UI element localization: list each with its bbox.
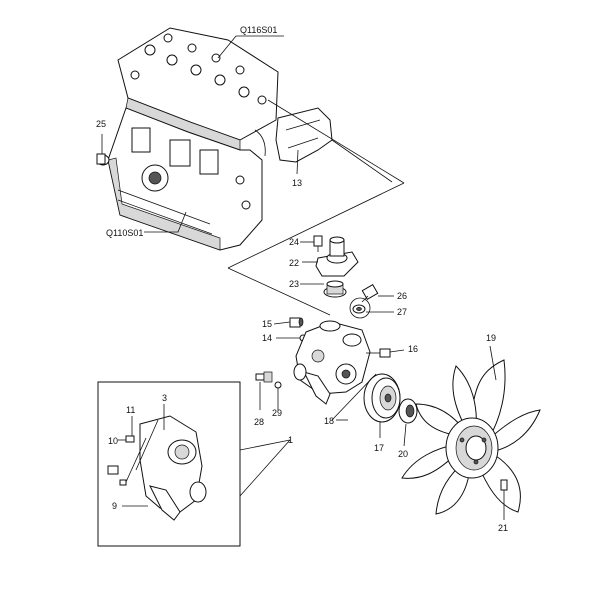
thermostat: [323, 280, 347, 298]
callout-21: 21: [498, 523, 508, 533]
pump-bolt: [366, 348, 391, 358]
water-pump: [293, 320, 371, 405]
callout-22: 22: [289, 258, 299, 268]
callout-28: 28: [254, 417, 264, 427]
callout-13: 13: [292, 178, 302, 188]
drain-cock: [255, 371, 273, 383]
callout-1: 1: [288, 435, 293, 445]
callout-q116s01: Q116S01: [240, 25, 277, 35]
leader-lines: [101, 35, 505, 520]
guide-lines: [227, 99, 405, 316]
callout-15: 15: [262, 319, 272, 329]
callout-25: 25: [96, 119, 106, 129]
callout-29: 29: [272, 408, 282, 418]
callout-19: 19: [486, 333, 496, 343]
pulley-belt: [331, 373, 377, 421]
callout-17: 17: [374, 443, 384, 453]
gasket: [275, 107, 333, 163]
callout-24: 24: [289, 237, 299, 247]
callout-20: 20: [398, 449, 408, 459]
callout-3: 3: [162, 393, 167, 403]
callout-16: 16: [408, 344, 418, 354]
pump-o-ring: [274, 381, 282, 389]
callout-11: 11: [126, 405, 135, 415]
callout-23: 23: [289, 279, 299, 289]
thermostat-bolt: [313, 235, 323, 252]
inset-guide-lines: [239, 439, 291, 497]
callout-26: 26: [397, 291, 407, 301]
sealing-cap: [96, 153, 110, 166]
callout-labels: Q116S01 25 13 Q110S01 24 22 23 26 27 15 …: [96, 25, 508, 533]
callout-9: 9: [112, 501, 117, 511]
washer: [349, 297, 371, 319]
callout-14: 14: [262, 333, 272, 343]
head-bolts: [130, 33, 267, 105]
callout-q110s01: Q110S01: [106, 228, 143, 238]
fan-spacer: [398, 398, 418, 424]
callout-10: 10: [108, 436, 118, 446]
pulley: [363, 373, 401, 423]
callout-27: 27: [397, 307, 407, 317]
cooling-fan: [401, 359, 541, 515]
plug-bolt: [289, 317, 304, 328]
inset-box: [97, 381, 241, 547]
callout-18: 18: [324, 416, 334, 426]
engine-block: [96, 27, 279, 251]
fan-bolt: [500, 479, 508, 510]
thermostat-cover: [315, 236, 359, 277]
